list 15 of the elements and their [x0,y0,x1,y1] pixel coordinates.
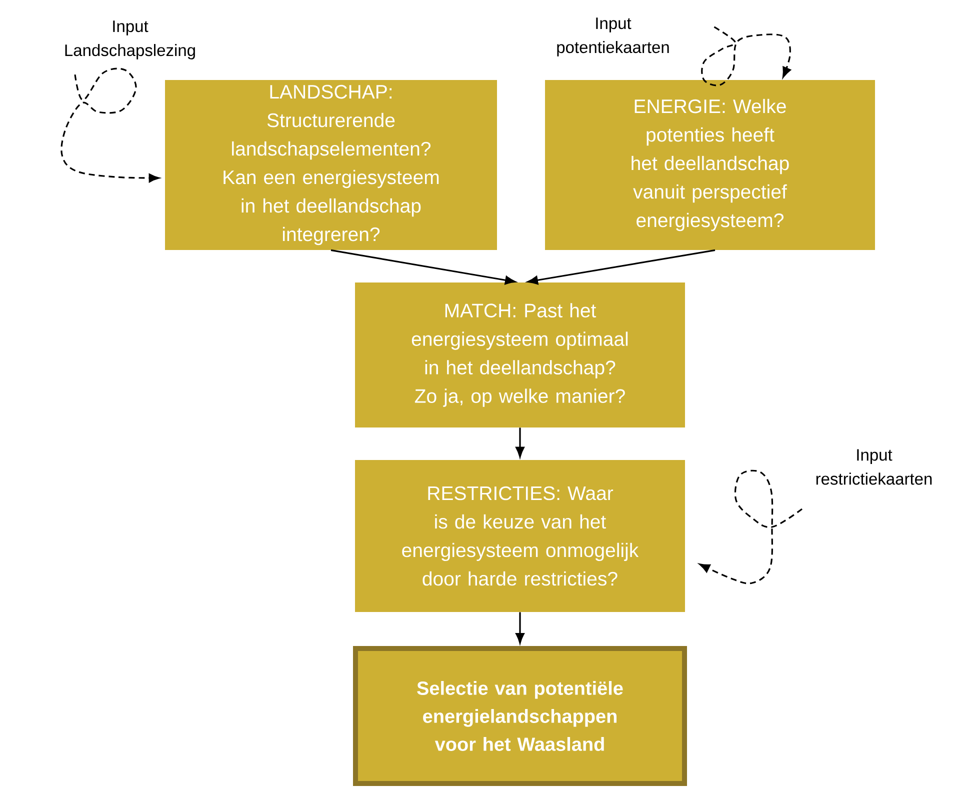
process-box: ENERGIE: Welke potenties heeft het deellandschap vanuit perspectief energiesysteem? [545,80,875,250]
result-box: Selectie van potentiële energielandschappen voor het Waasland [353,646,687,786]
arrow [330,249,516,285]
input-label: Input Landschapslezing [65,20,195,60]
process-box: MATCH: Past het energiesysteem optimaal in het deellandschap? Zo ja, op welke manier? [355,282,685,428]
arrow [527,249,716,285]
dashed-arrow [699,470,802,584]
input-label: Input restrictiekaarten [816,449,932,485]
input-label: Input potentiekaarten [557,18,669,56]
arrow [516,428,524,458]
dashed-arrow [60,68,160,182]
arrow [516,612,524,644]
process-box: LANDSCHAP: Structurerende landschapselementen? Kan een energiesysteem in het deellandschap integreren? [165,80,497,250]
dashed-arrow [701,26,791,86]
process-box: RESTRICTIES: Waar is de keuze van het energiesysteem onmogelijk door harde restricties? [355,460,685,612]
